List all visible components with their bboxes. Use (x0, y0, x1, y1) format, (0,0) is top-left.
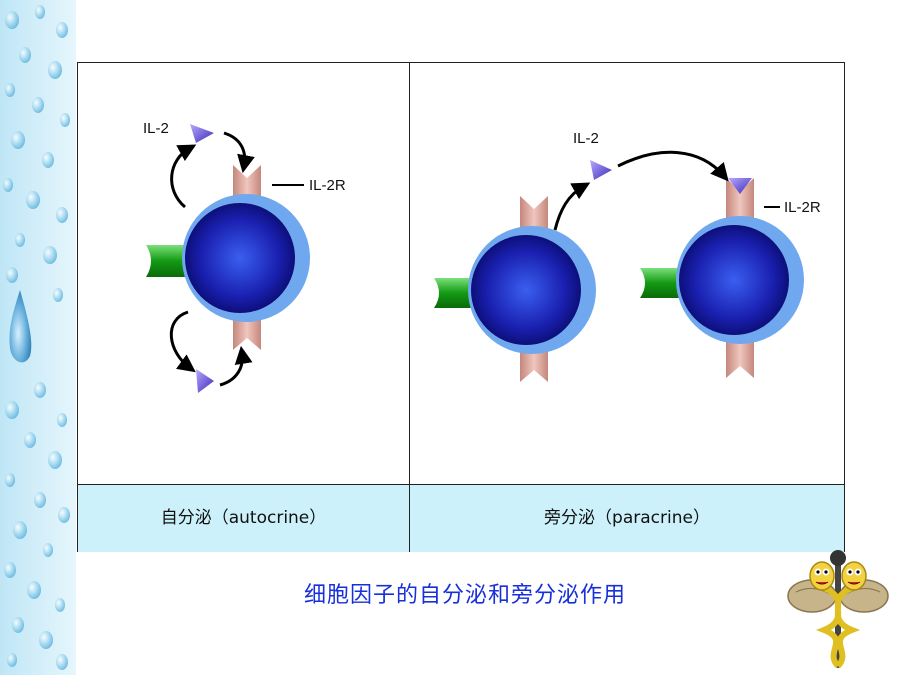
il2r-label-right: IL-2R (784, 199, 821, 216)
arrow-secrete-top (170, 144, 197, 209)
autocrine-cell (146, 165, 310, 350)
arrow-bind-top (223, 131, 255, 174)
caduceus-snakes-logo (787, 550, 889, 669)
caption-divider (409, 485, 410, 552)
panel-divider (409, 62, 410, 552)
arrow-secrete (553, 182, 591, 231)
cell-nucleus (185, 203, 295, 313)
green-membrane-protein (640, 268, 682, 298)
paracrine-caption: 旁分泌（paracrine） (544, 508, 710, 528)
il2-label-right: IL-2 (573, 130, 599, 147)
arrow-bind-bottom (219, 345, 253, 387)
il2-ligand-bound (728, 178, 752, 194)
caption-row: 自分泌（autocrine） 旁分泌（paracrine） (78, 484, 844, 552)
cell-nucleus (471, 235, 581, 345)
target-cell (640, 178, 804, 378)
il2-ligand-bottom (196, 369, 214, 393)
green-membrane-protein (146, 245, 188, 277)
il2-label-left: IL-2 (143, 120, 169, 137)
il2-ligand-free (590, 160, 612, 180)
cell-nucleus (679, 225, 789, 335)
water-droplet-decoration (0, 0, 76, 675)
arrow-secrete-bottom (169, 310, 196, 373)
green-membrane-protein (434, 278, 475, 308)
arrow-travel (617, 150, 729, 182)
top-receptor (520, 196, 548, 236)
figure-title: 细胞因子的自分泌和旁分泌作用 (303, 583, 626, 608)
top-receptor-bound (726, 178, 754, 220)
autocrine-caption: 自分泌（autocrine） (160, 508, 327, 528)
il2r-label-left: IL-2R (309, 177, 346, 194)
il2-ligand-top (190, 124, 214, 143)
bottom-receptor (726, 338, 754, 378)
secreting-cell (434, 196, 596, 382)
